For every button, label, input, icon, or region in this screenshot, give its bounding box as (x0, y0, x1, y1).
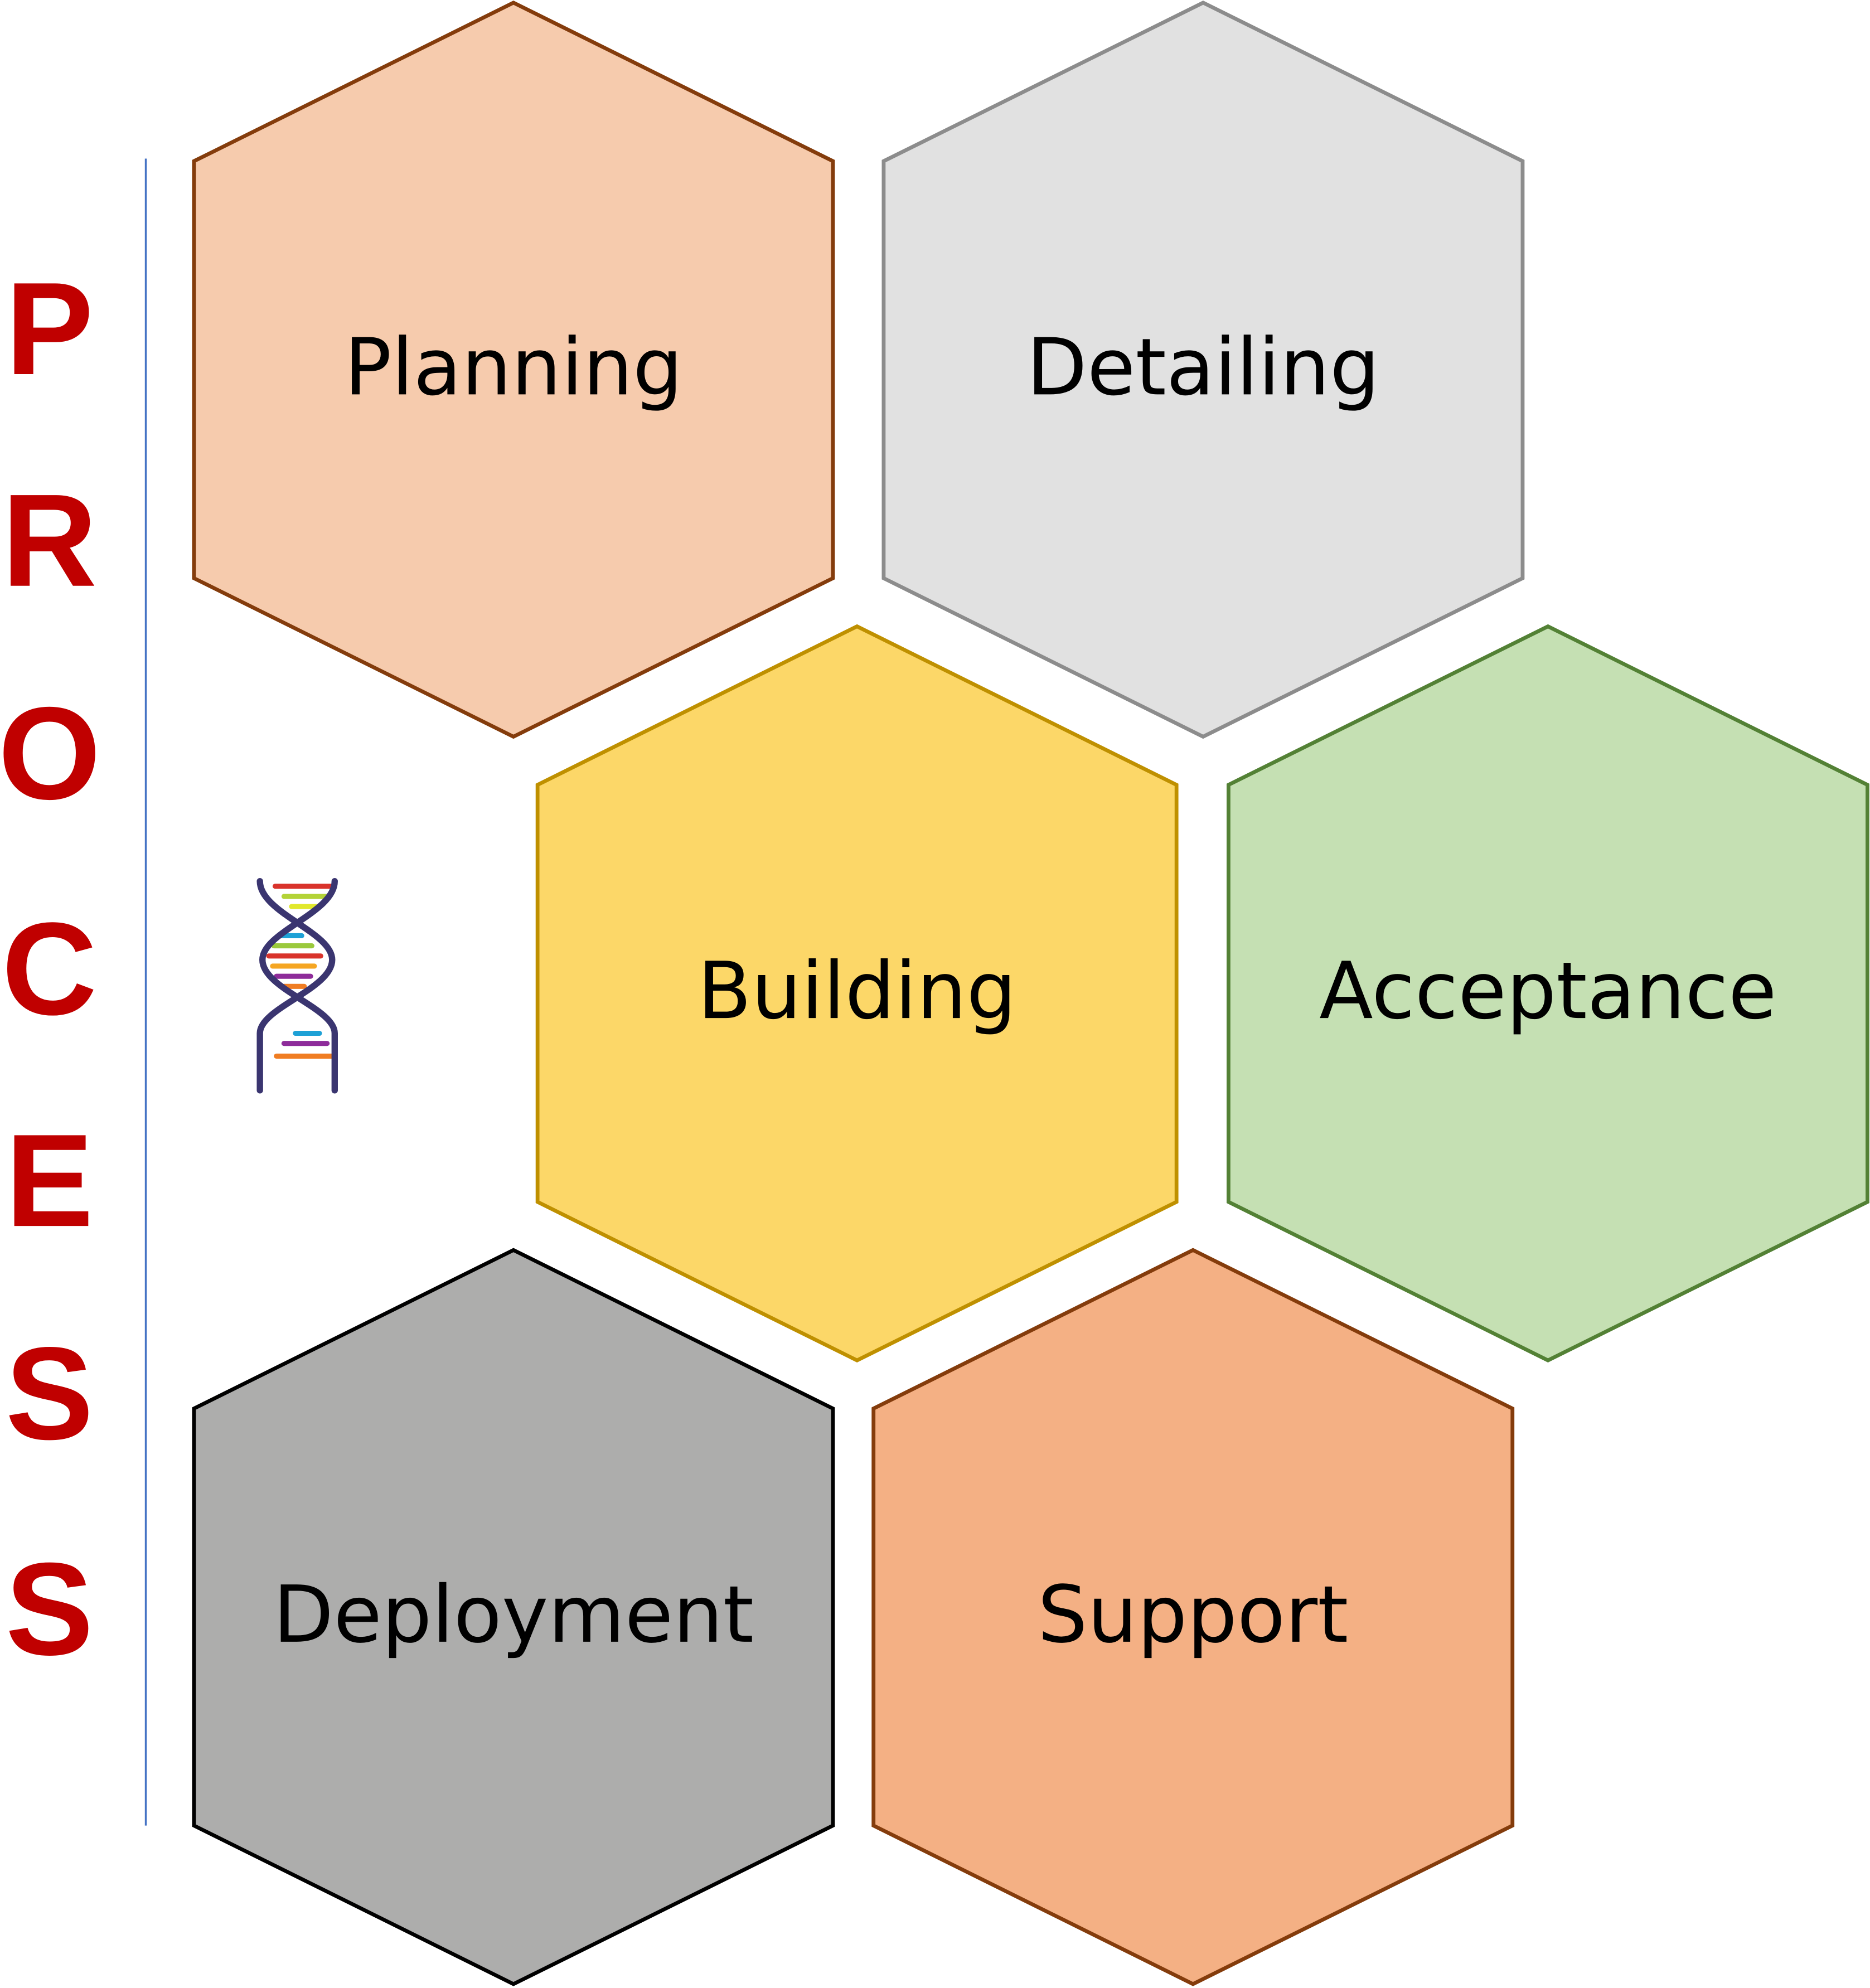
title-letter: S (6, 1320, 94, 1467)
title-letter: P (6, 255, 94, 403)
stage-label: Planning (344, 322, 682, 413)
hexagon-shape (192, 1248, 835, 1986)
hexagon-shape (881, 1, 1525, 739)
stage-detailing: Detailing (881, 1, 1525, 739)
stage-label: Detailing (1026, 322, 1379, 413)
stage-building: Building (535, 624, 1179, 1362)
stage-label: Support (1038, 1569, 1348, 1661)
stage-label: Deployment (273, 1569, 754, 1661)
hexagon-shape (1226, 624, 1869, 1362)
title-letter: O (0, 680, 101, 827)
hexagon-shape (192, 1, 835, 739)
stage-support: Support (871, 1248, 1515, 1986)
title-letter: E (6, 1107, 94, 1254)
hexagon-shape (535, 624, 1179, 1362)
dna-icon (256, 877, 338, 1094)
hexagon-shape (871, 1248, 1515, 1986)
stage-planning: Planning (192, 1, 835, 739)
stage-label: Acceptance (1319, 945, 1776, 1037)
title-letter: C (2, 895, 97, 1043)
stage-deployment: Deployment (192, 1248, 835, 1986)
stage-acceptance: Acceptance (1226, 624, 1869, 1362)
title-letter: R (2, 467, 97, 614)
stage-label: Building (697, 945, 1016, 1037)
title-letter: S (6, 1536, 94, 1683)
